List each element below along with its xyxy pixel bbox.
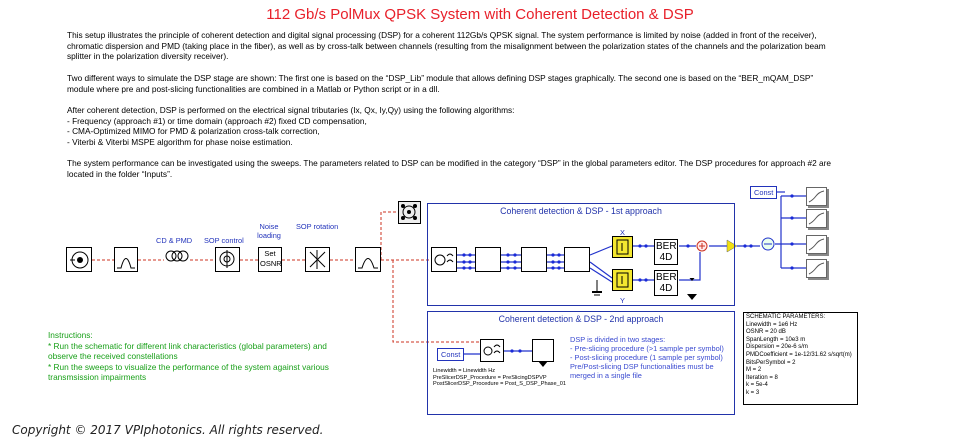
coherent-receiver-icon [483,344,501,356]
dsp-note-line4: Pre/Post-slicing DSP functionalities mus… [570,362,714,380]
transmitter-block[interactable] [66,247,92,272]
rotation-icon [309,250,326,269]
ber-dsp-block[interactable] [532,339,554,362]
sp-iteration: Iteration = 8 [746,374,778,381]
scope-1[interactable] [806,187,827,206]
coherent-receiver-icon [434,253,454,266]
cd-compensation-block[interactable] [475,247,501,272]
approach1-group[interactable]: Coherent detection & DSP - 1st approach [427,203,735,306]
scope-icon [808,238,825,251]
transmitter-icon [70,251,89,269]
coherent-receiver-2-block[interactable] [480,339,504,362]
approach2-group[interactable]: Coherent detection & DSP - 2nd approach [427,311,735,415]
instructions: Instructions: * Run the schematic for di… [48,330,348,383]
ber-x-label: BER 4D [656,241,677,263]
algorithm-viterbi: - Viterbi & Viterbi MSPE algorithm for p… [67,136,293,147]
ber-y-block[interactable]: BER 4D [654,270,678,296]
algorithms-intro: After coherent detection, DSP is perform… [67,105,515,115]
scope-icon [808,190,825,203]
approach2-title: Coherent detection & DSP - 2nd approach [498,314,664,324]
ber-x-block[interactable]: BER 4D [654,239,678,265]
algorithm-cd: - Frequency (approach #1) or time domain… [67,115,367,126]
scope-4[interactable] [806,259,827,278]
set-osnr-text: Set OSNR [260,249,282,268]
approach1-title: Coherent detection & DSP - 1st approach [500,206,662,216]
copyright: Copyright © 2017 VPIphotonics. All right… [12,423,324,437]
dsp-note: DSP is divided in two stages: - Pre-slic… [570,335,730,380]
description-algorithms: After coherent detection, DSP is perform… [67,105,837,147]
polarization-controller-icon [219,250,235,268]
optical-filter-2[interactable] [355,247,381,272]
sp-bitspersymbol: BitsPerSymbol = 2 [746,359,796,366]
ber-y-label: BER 4D [656,272,677,294]
optical-filter-1[interactable] [114,247,138,272]
x-polarization-label: X [620,228,625,237]
dsp-note-line3: - Post-slicing procedure (1 sample per s… [570,353,723,362]
const-label: Const [441,350,461,359]
ground-terminals [592,278,697,300]
fiber-span[interactable] [164,249,190,263]
page-title: 112 Gb/s PolMux QPSK System with Coheren… [266,6,694,23]
schematic-parameters: SCHEMATIC PARAMETERS: Linewidth = 1e6 Hz… [743,312,858,405]
cd-pmd-label: CD & PMD [156,236,193,245]
scope-3[interactable] [806,235,827,254]
dsp-note-line1: DSP is divided in two stages: [570,335,666,344]
ground-icon [538,361,548,367]
coherent-receiver-block[interactable] [431,247,457,272]
scope-icon [808,212,825,225]
sp-spanlength: SpanLength = 10e3 m [746,336,806,343]
sp-m: M = 2 [746,367,762,374]
sp-osnr: OSNR = 20 dB [746,329,786,336]
mimo-block[interactable] [521,247,547,272]
y-polarization-label: Y [620,296,625,305]
param-preslicer: PreSlicerDSP_Procedure = PreSlicingDSPVP [433,374,547,381]
decision-icon [616,239,629,255]
sop-rotation-block[interactable] [305,247,330,272]
scope-2[interactable] [806,209,827,228]
fiber-coil-icon [165,250,189,262]
description-intro: This setup illustrates the principle of … [67,30,826,61]
approach2-params: Linewidth = Linewidth Hz PreSlicerDSP_Pr… [433,368,566,388]
sp-pmd: PMDCoefficient = 1e-12/31.62 s/sqrt(m) [746,351,852,358]
instruction-2: * Run the sweeps to visualize the perfor… [48,361,329,383]
const-approach1[interactable]: Const [750,186,778,199]
sp-k1: k = 5e-4 [746,382,768,389]
sop-control-block[interactable] [215,247,240,272]
phase-estimation-block[interactable] [564,247,590,272]
sp-k2: k = 3 [746,389,760,396]
dsp-note-line2: - Pre-slicing procedure (>1 sample per s… [570,344,724,353]
algorithm-mimo: - CMA-Optimized MIMO for PMD & polarizat… [67,126,320,136]
filter-icon [117,258,135,269]
noise-loading-label: Noise loading [257,222,281,240]
laser-icon [401,204,417,220]
local-oscillator-block[interactable] [398,201,421,224]
sp-dispersion: Dispersion = 20e-6 s/m [746,344,808,351]
sop-rotation-label: SOP rotation [296,222,339,231]
instruction-1: * Run the schematic for different link c… [48,340,327,362]
description-approaches: Two different ways to simulate the DSP s… [67,73,814,94]
instructions-title: Instructions: [48,330,93,340]
param-postslicer: PostSlicerDSP_Procedure = Post_S_DSP_Pha… [433,381,566,388]
set-osnr-block[interactable]: Set OSNR [258,247,282,272]
filter-icon [358,258,378,269]
decision-y-block[interactable] [612,269,633,291]
param-linewidth: Linewidth = Linewidth Hz [433,368,496,374]
const-label: Const [754,188,774,197]
sop-control-label: SOP control [204,236,244,245]
scope-icon [808,262,825,275]
decision-icon [616,272,629,288]
sp-linewidth: Linewidth = 1e6 Hz [746,321,798,328]
const-approach2[interactable]: Const [437,348,465,361]
description-sweeps: The system performance can be investigat… [67,158,832,179]
sp-title: SCHEMATIC PARAMETERS: [746,314,826,320]
decision-x-block[interactable] [612,236,633,258]
